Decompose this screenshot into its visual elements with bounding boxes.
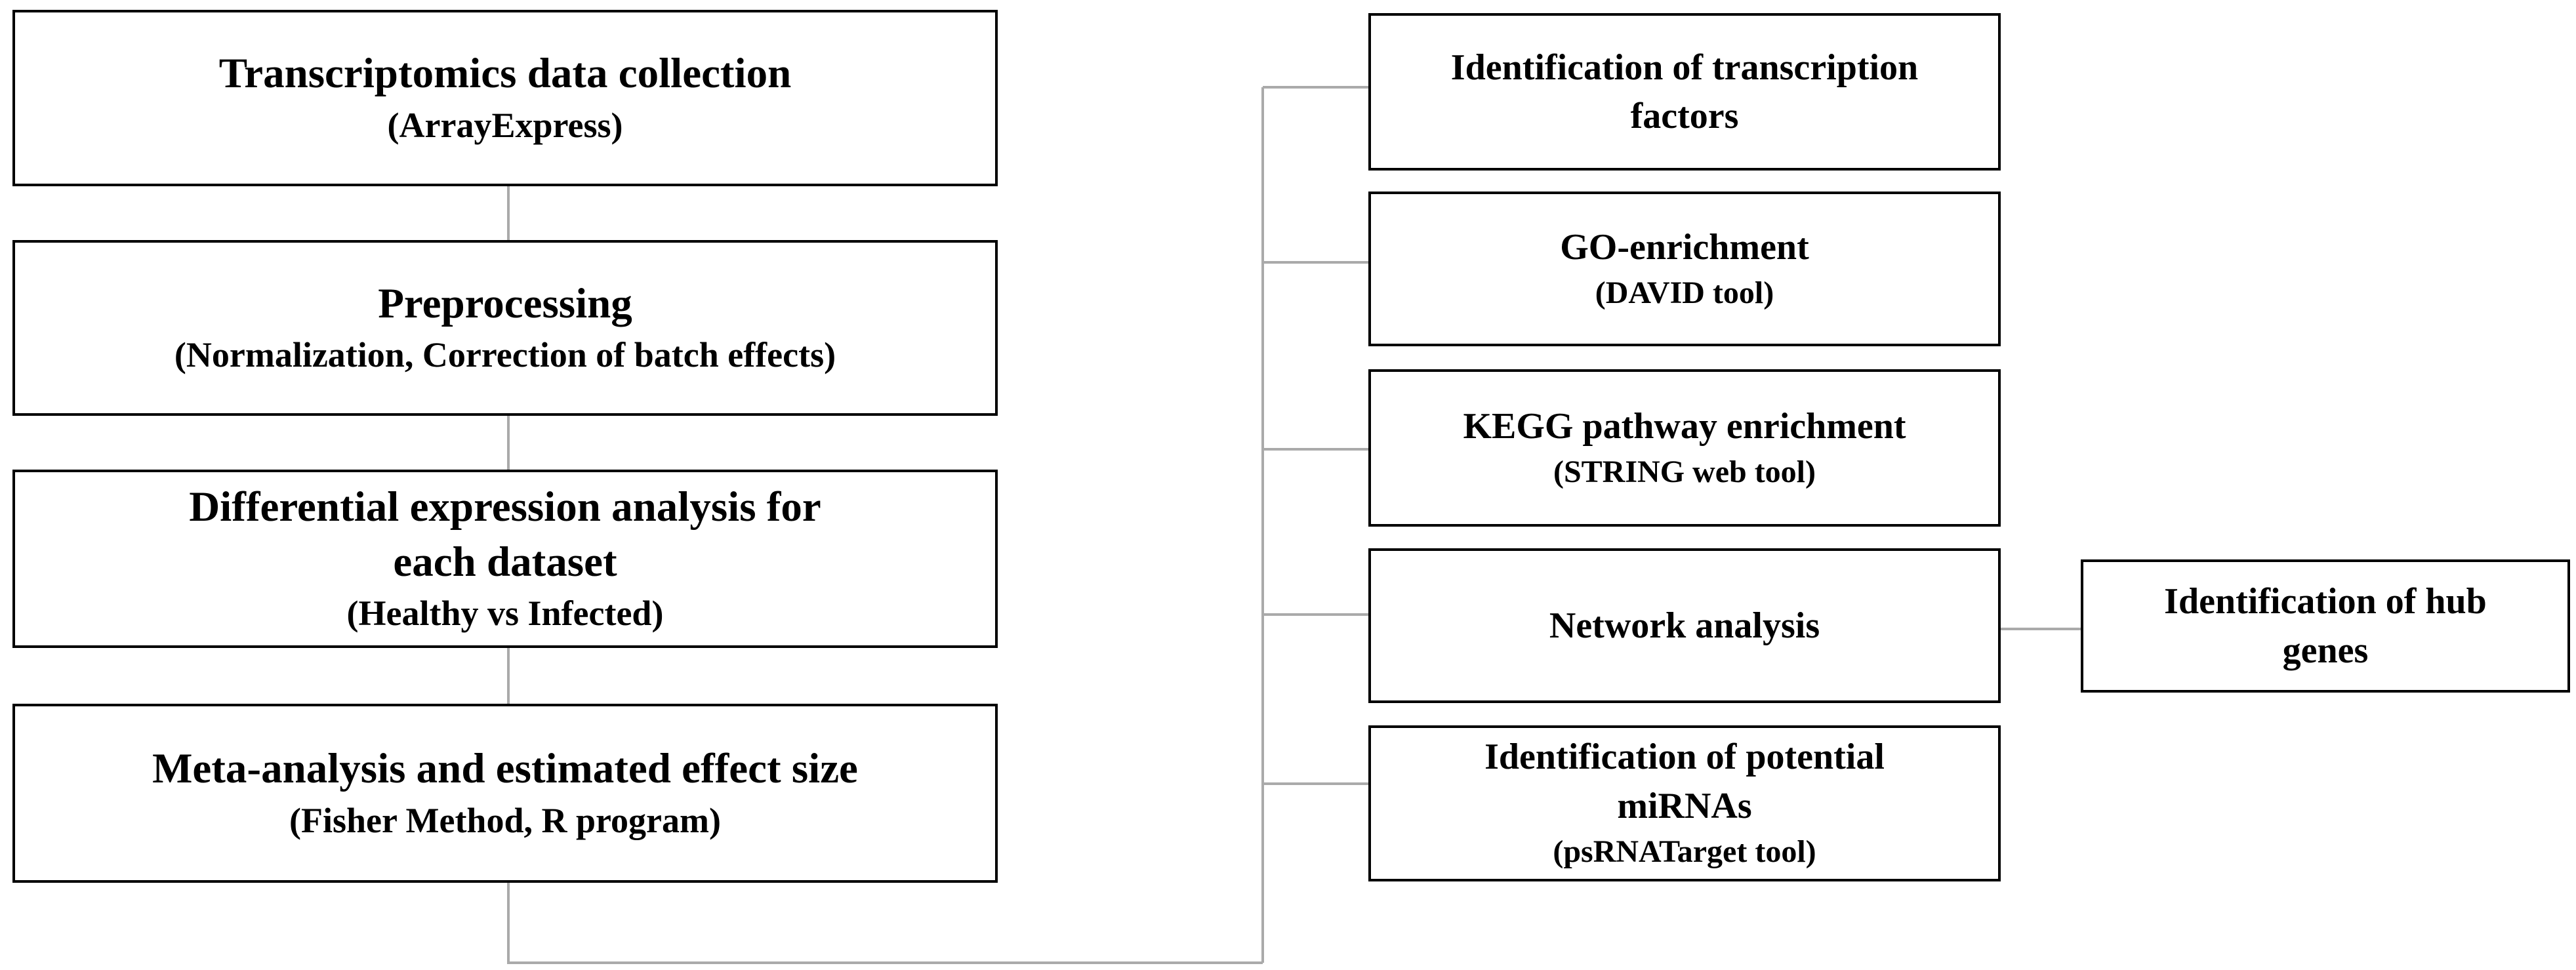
box-title-line-2: factors: [1630, 96, 1739, 136]
box-kegg-pathway-enrichment: KEGG pathway enrichment (STRING web tool…: [1368, 369, 2001, 527]
box-subtitle: (Normalization, Correction of batch effe…: [174, 335, 836, 375]
box-title-line-1: Identification of transcription: [1450, 47, 1919, 88]
box-subtitle: (DAVID tool): [1595, 275, 1774, 311]
box-title: Network analysis: [1549, 605, 1820, 646]
box-title-line-1: Identification of hub: [2164, 581, 2487, 622]
box-subtitle: (psRNATarget tool): [1553, 834, 1816, 870]
box-subtitle: (STRING web tool): [1553, 455, 1816, 490]
box-title: Preprocessing: [378, 279, 632, 327]
box-preprocessing: Preprocessing (Normalization, Correction…: [12, 240, 998, 416]
box-subtitle: (ArrayExpress): [387, 105, 623, 145]
box-title-line-1: Differential expression analysis for: [189, 483, 821, 531]
box-meta-analysis: Meta-analysis and estimated effect size …: [12, 704, 998, 883]
connector-meta-to-trunk: [507, 883, 1263, 964]
box-subtitle: (Fisher Method, R program): [289, 800, 721, 840]
box-subtitle: (Healthy vs Infected): [346, 593, 664, 633]
box-title-line-2: each dataset: [393, 538, 617, 586]
box-title-line-1: Identification of potential: [1484, 737, 1885, 778]
box-title-line-2: genes: [2282, 630, 2369, 671]
box-title: GO-enrichment: [1560, 226, 1809, 268]
box-identification-potential-mirnas: Identification of potential miRNAs (psRN…: [1368, 725, 2001, 881]
box-network-analysis: Network analysis: [1368, 548, 2001, 703]
box-title: Transcriptomics data collection: [218, 50, 792, 98]
box-identification-hub-genes: Identification of hub genes: [2081, 559, 2570, 693]
box-identification-transcription-factors: Identification of transcription factors: [1368, 13, 2001, 171]
box-differential-expression-analysis: Differential expression analysis for eac…: [12, 470, 998, 648]
box-title: Meta-analysis and estimated effect size: [152, 745, 858, 793]
box-title: KEGG pathway enrichment: [1463, 405, 1906, 447]
box-go-enrichment: GO-enrichment (DAVID tool): [1368, 192, 2001, 346]
box-title-line-2: miRNAs: [1617, 785, 1752, 826]
box-transcriptomics-data-collection: Transcriptomics data collection (ArrayEx…: [12, 10, 998, 186]
